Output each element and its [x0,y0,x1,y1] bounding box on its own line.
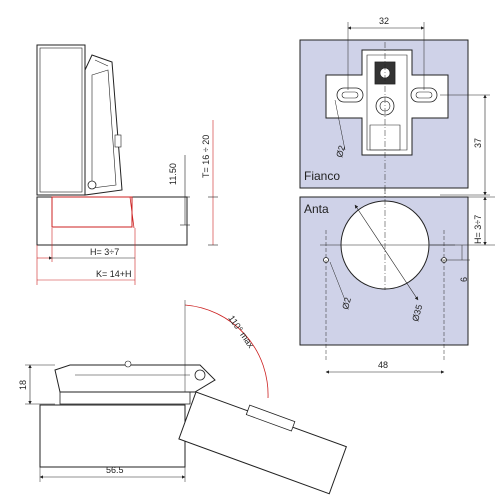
hole-dim-label: Ø2 [334,144,347,158]
dim-height-label: 11.50 [168,163,178,185]
dim-37-label: 37 [473,138,483,148]
dim-thickness-label: T= 16 ÷ 20 [201,135,211,178]
dim-h-label: H= 3÷7 [90,247,119,257]
hinge-base-block [36,44,86,196]
door-6-dim-label: 6 [459,277,469,282]
dim-18-label: 18 [18,380,28,390]
side-view: 11.50 T= 16 ÷ 20 H= 3÷7 K= 14+H [36,44,218,285]
door-h-dim-label: H= 3÷7 [473,215,483,244]
open-view: 110° max 18 56.5 [18,300,347,495]
dim-32-label: 32 [379,16,389,26]
right-slot [410,87,438,103]
cup-dim-label: Ø35 [410,303,424,322]
opened-door [178,391,347,495]
dim-565-label: 56.5 [106,465,124,475]
dim-48-label: 48 [378,360,388,370]
anta-label: Anta [304,202,329,216]
hinge-base-inner [39,47,83,193]
cabinet-side [39,404,186,468]
door-view: Ø35 Ø2 H= 3÷7 6 48 Anta [299,188,495,374]
fianco-label: Fianco [304,169,340,183]
dim-k-label: K= 14+H [96,269,132,279]
left-slot [336,87,364,103]
door-slab [36,196,188,246]
door-hole-dim-label: Ø2 [340,296,353,310]
angle-label: 110° max [226,313,256,350]
front-view: 32 37 Ø2 Fianco [299,16,490,200]
hinge-arm [84,54,123,196]
swing-arc [184,304,269,399]
open-hinge-arm [54,364,216,393]
